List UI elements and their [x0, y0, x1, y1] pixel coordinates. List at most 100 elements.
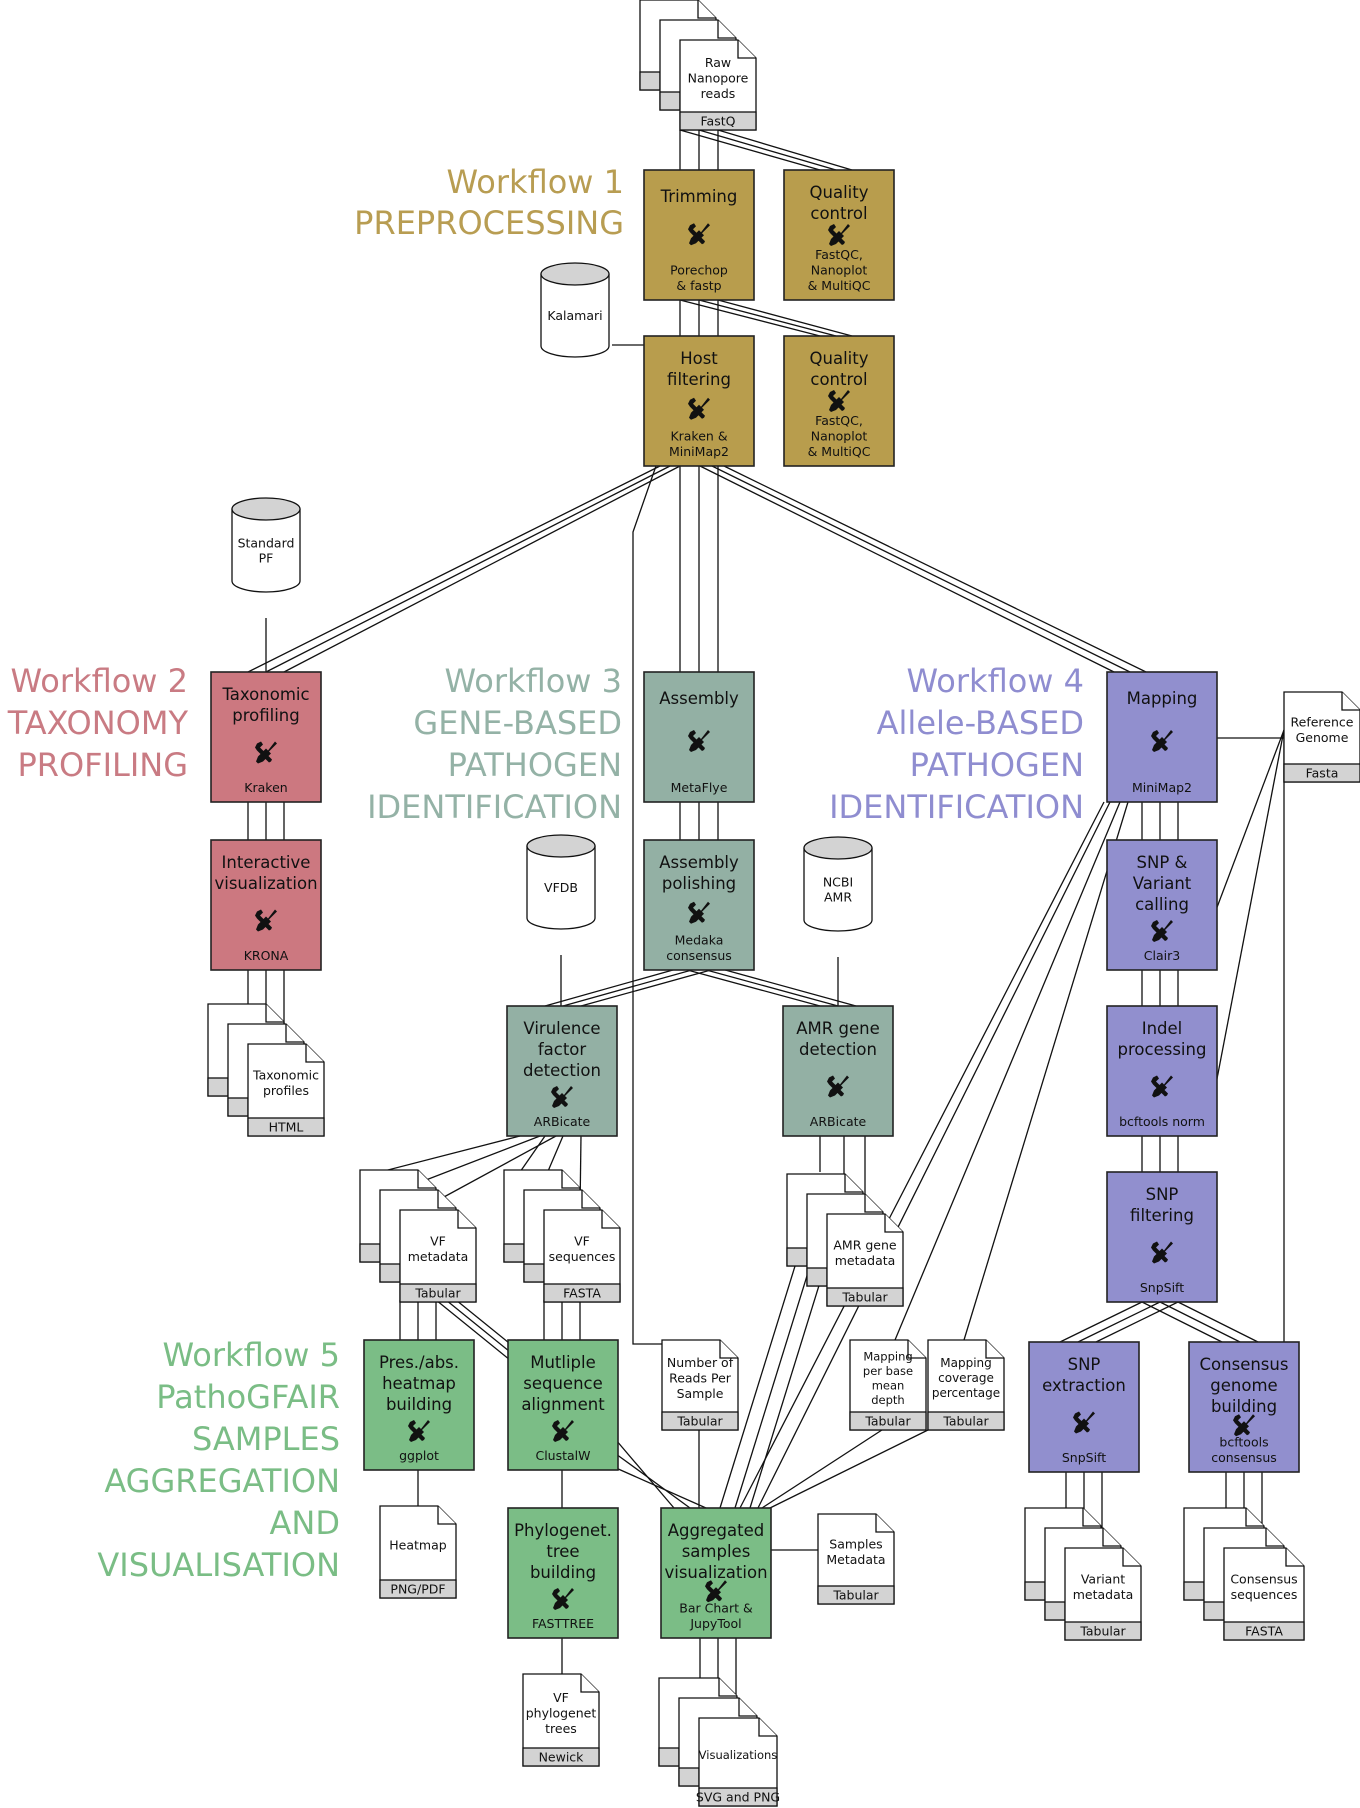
tool-name: AMR gene [796, 1019, 879, 1038]
database-label: AMR [824, 890, 852, 905]
tool-software: ggplot [399, 1448, 439, 1463]
document-format: FastQ [701, 114, 736, 129]
document-format: Newick [539, 1750, 585, 1765]
tool-name: alignment [521, 1395, 605, 1414]
tool-name: Consensus [1200, 1355, 1289, 1374]
document-label: mean [872, 1378, 905, 1392]
document-format: Tabular [676, 1414, 723, 1429]
tool-name: filtering [1130, 1206, 1194, 1225]
tool-software: bcftools norm [1119, 1114, 1205, 1129]
tool-software: Kraken & [670, 429, 727, 444]
document-label: Number of [667, 1355, 734, 1370]
tool-name: tree [546, 1542, 579, 1561]
document-label: Nanopore [688, 70, 749, 85]
workflow-title-line: AND [270, 1504, 340, 1542]
tool-software: MiniMap2 [669, 444, 729, 459]
workflow-title-line: PROFILING [17, 746, 188, 784]
document-label: sequences [1231, 1587, 1298, 1602]
tool-name: genome [1210, 1376, 1277, 1395]
document-label: trees [545, 1721, 577, 1736]
document-label: VF [553, 1690, 569, 1705]
tool-software: Kraken [244, 780, 287, 795]
tool-software: ClustalW [535, 1448, 590, 1463]
workflow-title-line: PATHOGEN [910, 746, 1084, 784]
tool-name: building [1211, 1397, 1277, 1416]
tool-software: consensus [1211, 1450, 1277, 1465]
workflow-title-wf3: Workflow 3GENE-BASEDPATHOGENIDENTIFICATI… [367, 662, 622, 826]
tool-name: extraction [1042, 1376, 1126, 1395]
database-label: Standard [238, 536, 295, 551]
documents-layer: RawNanoporereadsFastQTaxonomicprofilesHT… [207, 0, 1360, 1807]
document-format: Tabular [414, 1286, 461, 1301]
tool-software: KRONA [244, 948, 289, 963]
connection-lines [247, 129, 1285, 1718]
tool-name: SNP [1146, 1185, 1179, 1204]
document-label: Mapping [940, 1356, 992, 1370]
tool-software: Nanoplot [811, 263, 868, 278]
document-label: Taxonomic [252, 1068, 319, 1083]
workflow-title-line: IDENTIFICATION [367, 788, 622, 826]
database-label: Kalamari [547, 308, 602, 323]
document-label: Reads Per [669, 1370, 732, 1385]
tool-name: Assembly [659, 689, 739, 708]
document-label: VF [574, 1234, 590, 1249]
tool-name: Pres./abs. [379, 1353, 459, 1372]
database-kalamari: Kalamari [540, 262, 610, 358]
document-format: Fasta [1306, 766, 1339, 781]
workflow-title-line: Workflow 4 [907, 662, 1084, 700]
document-format: HTML [269, 1120, 304, 1135]
tool-name: Mutliple [530, 1353, 596, 1372]
tool-name: Virulence [523, 1019, 600, 1038]
document-label: Genome [1296, 730, 1349, 745]
tool-name: Trimming [660, 187, 738, 206]
tool-software: SnpSift [1062, 1450, 1106, 1465]
tool-name: SNP & [1137, 853, 1188, 872]
tool-software: consensus [666, 948, 732, 963]
document-format: FASTA [1245, 1624, 1283, 1639]
tool-name: calling [1135, 895, 1189, 914]
document-label: AMR gene [833, 1238, 897, 1253]
tool-software: MiniMap2 [1132, 780, 1192, 795]
tool-software: Clair3 [1144, 948, 1180, 963]
tool-software: ARBicate [534, 1114, 591, 1129]
tool-software: Medaka [675, 933, 724, 948]
tool-name: visualization [214, 874, 317, 893]
tool-name: Taxonomic [221, 685, 309, 704]
workflow-title-line: PREPROCESSING [354, 204, 624, 242]
document-format: Tabular [942, 1414, 989, 1429]
document-label: profiles [263, 1083, 309, 1098]
workflow-title-line: Allele-BASED [877, 704, 1084, 742]
tool-name: filtering [667, 370, 731, 389]
document-label: metadata [1073, 1587, 1134, 1602]
tool-name: profiling [232, 706, 299, 725]
document-format: Tabular [1079, 1624, 1126, 1639]
tool-name: Aggregated [668, 1521, 765, 1540]
document-label: Sample [677, 1386, 724, 1401]
